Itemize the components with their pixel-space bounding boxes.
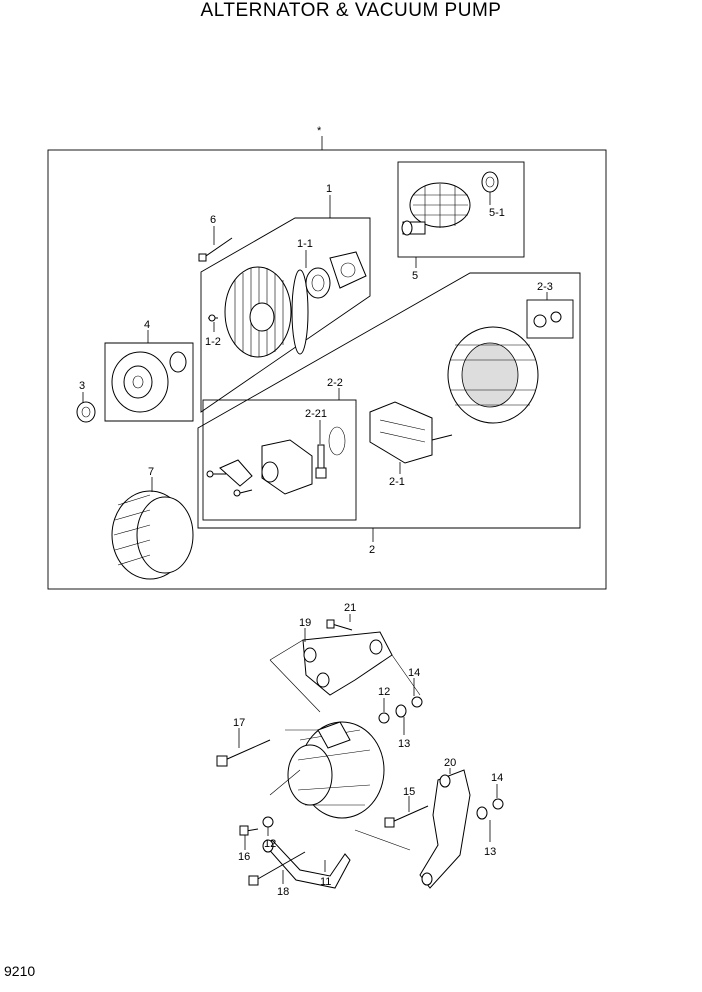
callout-2-2: 2-2 bbox=[327, 377, 343, 389]
washer-part-12b bbox=[262, 816, 274, 828]
group-4-outline bbox=[104, 342, 194, 422]
nut-part-3 bbox=[76, 401, 96, 423]
callout-5: 5 bbox=[412, 270, 418, 282]
rotor-part-5 bbox=[401, 182, 471, 236]
callout-19: 19 bbox=[299, 617, 311, 629]
group-5-outline bbox=[397, 161, 525, 258]
callout-12a: 12 bbox=[378, 686, 390, 698]
callout-14a: 14 bbox=[408, 667, 420, 679]
bolt-part-18 bbox=[248, 851, 306, 886]
callout-3: 3 bbox=[79, 380, 85, 392]
bracket-part-20 bbox=[419, 769, 471, 889]
group-2-3-outline bbox=[526, 299, 574, 339]
callout-5-1: 5-1 bbox=[489, 207, 505, 219]
nut-part-14a bbox=[411, 696, 423, 708]
alternator-body bbox=[287, 721, 385, 819]
callout-11: 11 bbox=[320, 876, 331, 888]
group-1-outline bbox=[200, 217, 371, 413]
page-number: 9210 bbox=[4, 963, 36, 979]
rear-housing-part-2 bbox=[447, 326, 539, 424]
retainer-plate bbox=[329, 251, 367, 289]
callout-1: 1 bbox=[326, 183, 332, 195]
callout-4: 4 bbox=[144, 319, 150, 331]
snap-ring bbox=[328, 426, 346, 456]
rectifier-part-2-1 bbox=[369, 401, 453, 464]
callout-12b: 12 bbox=[264, 838, 276, 850]
nut-part-2-3 bbox=[533, 311, 562, 328]
diagram-title: ALTERNATOR & VACUUM PUMP bbox=[200, 0, 502, 21]
brush-part-2-21 bbox=[315, 444, 327, 479]
callout-16: 16 bbox=[238, 851, 250, 863]
front-housing-part-1 bbox=[224, 266, 309, 358]
bracket-part-19 bbox=[302, 631, 393, 696]
callout-1-1: 1-1 bbox=[297, 238, 313, 250]
washer-part-13b bbox=[476, 806, 488, 820]
callout-13b: 13 bbox=[484, 846, 496, 858]
washer-part-12a bbox=[378, 712, 390, 724]
callout-2-21: 2-21 bbox=[305, 408, 327, 420]
callout-13a: 13 bbox=[398, 738, 410, 750]
callout-7: 7 bbox=[148, 466, 154, 478]
callout-2-1: 2-1 bbox=[389, 476, 405, 488]
bolt-part-6 bbox=[198, 237, 233, 262]
regulator-part-2-2 bbox=[206, 439, 313, 497]
callout-2-3: 2-3 bbox=[537, 281, 553, 293]
callout-6: 6 bbox=[210, 214, 216, 226]
callout-2: 2 bbox=[369, 544, 375, 556]
bolt-part-16 bbox=[239, 825, 259, 836]
callout-14b: 14 bbox=[491, 772, 503, 784]
pulley-part-4 bbox=[111, 351, 187, 413]
bearing-part-1-1 bbox=[305, 267, 331, 299]
group-2-2-outline bbox=[202, 399, 357, 521]
group-2-outline bbox=[197, 272, 581, 529]
washer-part-13a bbox=[395, 704, 407, 718]
callout-20: 20 bbox=[444, 757, 456, 769]
screw-part-1-2 bbox=[208, 314, 218, 322]
nut-part-14b bbox=[492, 798, 504, 810]
bearing-part-5-1 bbox=[481, 171, 499, 193]
callout-21: 21 bbox=[344, 602, 356, 614]
callout-17: 17 bbox=[233, 717, 245, 729]
stator-part-7 bbox=[111, 490, 194, 580]
bolt-part-17 bbox=[216, 739, 271, 767]
alternator-assembly-frame bbox=[47, 149, 607, 590]
bolt-part-21 bbox=[326, 619, 353, 631]
callout-1-2: 1-2 bbox=[205, 336, 221, 348]
callout-15: 15 bbox=[403, 786, 415, 798]
callout-18: 18 bbox=[277, 886, 289, 898]
assembly-marker: * bbox=[317, 125, 322, 137]
bolt-part-15 bbox=[384, 805, 429, 828]
adjusting-strap-part-11 bbox=[262, 839, 351, 889]
